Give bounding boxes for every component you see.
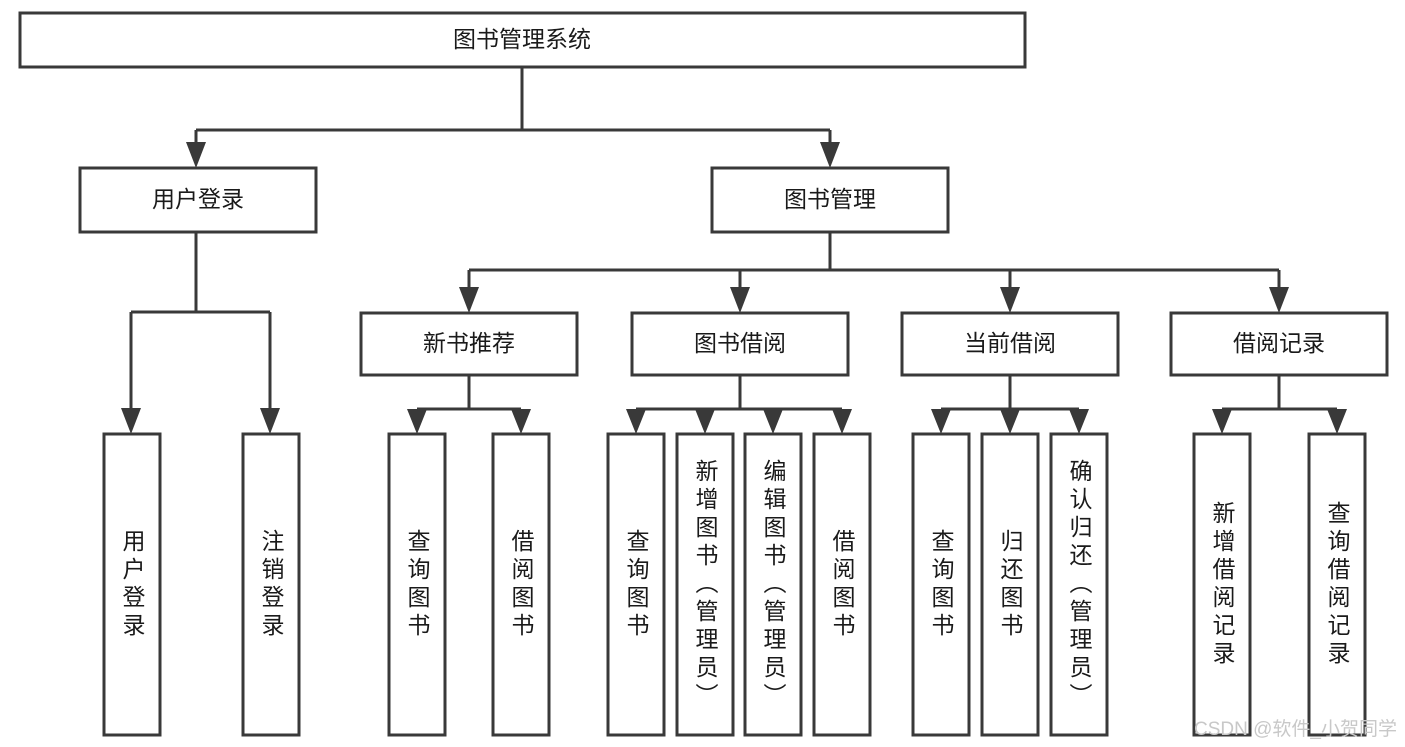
arrow-head-icon bbox=[695, 409, 715, 434]
node-box-leaf-add-record[interactable] bbox=[1192, 432, 1252, 737]
node-box-leaf-confirm-return[interactable] bbox=[1049, 432, 1109, 737]
arrow-head-icon bbox=[511, 409, 531, 434]
node-box-root[interactable] bbox=[18, 11, 1027, 69]
arrow-head-icon bbox=[931, 409, 951, 434]
arrow-head-icon bbox=[121, 408, 141, 434]
node-leaf-borrow-book-rec[interactable]: 借阅图书 bbox=[491, 432, 551, 737]
node-box-leaf-borrow-book-rec[interactable] bbox=[491, 432, 551, 737]
node-box-leaf-user-login[interactable] bbox=[102, 432, 162, 737]
node-leaf-query-book-rec[interactable]: 查询图书 bbox=[387, 432, 447, 737]
node-box-leaf-return-book[interactable] bbox=[980, 432, 1040, 737]
node-leaf-confirm-return[interactable]: 确认归还（管理员） bbox=[1049, 432, 1109, 737]
node-leaf-add-book[interactable]: 新增图书（管理员） bbox=[675, 432, 735, 737]
arrow-head-icon bbox=[459, 287, 479, 313]
node-box-leaf-query-book-borrow[interactable] bbox=[606, 432, 666, 737]
connector-group-book-management bbox=[459, 232, 1289, 313]
node-label-leaf-add-book: 新增图书（管理员） bbox=[692, 459, 719, 711]
node-box-leaf-borrow-book[interactable] bbox=[812, 432, 872, 737]
node-box-user-login[interactable] bbox=[78, 166, 318, 234]
node-box-book-borrow[interactable] bbox=[630, 311, 850, 377]
node-label-leaf-query-book-rec: 查询图书 bbox=[404, 529, 431, 641]
node-box-book-management[interactable] bbox=[710, 166, 950, 234]
node-label-leaf-edit-book: 编辑图书（管理员） bbox=[760, 459, 787, 711]
node-box-new-book-recommend[interactable] bbox=[359, 311, 579, 377]
node-label-leaf-add-record: 新增借阅记录 bbox=[1209, 501, 1236, 669]
csdn-watermark: CSDN @软件_小贺同学 bbox=[1194, 719, 1397, 740]
node-box-leaf-query-record[interactable] bbox=[1307, 432, 1367, 737]
node-label-leaf-logout-login: 注销登录 bbox=[258, 529, 285, 641]
node-label-leaf-confirm-return: 确认归还（管理员） bbox=[1066, 459, 1093, 711]
node-label-root: 图书管理系统 bbox=[453, 26, 591, 52]
node-leaf-query-book-current[interactable]: 查询图书 bbox=[911, 432, 971, 737]
arrow-head-icon bbox=[407, 409, 427, 434]
connector-group-user-login bbox=[121, 232, 280, 434]
node-leaf-borrow-book[interactable]: 借阅图书 bbox=[812, 432, 872, 737]
node-root-system[interactable]: 图书管理系统 bbox=[18, 11, 1027, 69]
arrow-head-icon bbox=[832, 409, 852, 434]
node-book-borrow[interactable]: 图书借阅 bbox=[630, 311, 850, 377]
arrow-head-icon bbox=[763, 409, 783, 434]
node-label-leaf-return-book: 归还图书 bbox=[997, 529, 1024, 641]
node-user-login[interactable]: 用户登录 bbox=[78, 166, 318, 234]
node-label-user-login: 用户登录 bbox=[152, 186, 244, 212]
node-box-leaf-logout-login[interactable] bbox=[241, 432, 301, 737]
node-label-new-book-recommend: 新书推荐 bbox=[423, 330, 515, 356]
connector-group-book-borrow bbox=[626, 375, 852, 434]
node-label-leaf-query-book-current: 查询图书 bbox=[928, 529, 955, 641]
node-leaf-return-book[interactable]: 归还图书 bbox=[980, 432, 1040, 737]
arrow-head-icon bbox=[1269, 287, 1289, 313]
node-box-leaf-add-book[interactable] bbox=[675, 432, 735, 737]
node-label-book-management: 图书管理 bbox=[784, 186, 876, 212]
arrow-head-icon bbox=[626, 409, 646, 434]
arrow-head-icon bbox=[730, 287, 750, 313]
arrow-head-icon bbox=[1069, 409, 1089, 434]
node-label-current-borrow: 当前借阅 bbox=[964, 330, 1056, 356]
node-leaf-edit-book[interactable]: 编辑图书（管理员） bbox=[743, 432, 803, 737]
node-leaf-add-record[interactable]: 新增借阅记录 bbox=[1192, 432, 1252, 737]
arrow-head-icon bbox=[1327, 409, 1347, 434]
node-leaf-query-record[interactable]: 查询借阅记录 bbox=[1307, 432, 1367, 737]
connector-group-current-borrow bbox=[931, 375, 1089, 434]
node-new-book-recommend[interactable]: 新书推荐 bbox=[359, 311, 579, 377]
node-box-leaf-edit-book[interactable] bbox=[743, 432, 803, 737]
node-borrow-record[interactable]: 借阅记录 bbox=[1169, 311, 1389, 377]
connector-group-root bbox=[186, 67, 840, 168]
node-leaf-logout-login[interactable]: 注销登录 bbox=[241, 432, 301, 737]
connector-group-new-book-recommend bbox=[407, 375, 531, 434]
arrow-head-icon bbox=[820, 142, 840, 168]
arrow-head-icon bbox=[1212, 409, 1232, 434]
connector-group-borrow-record bbox=[1212, 375, 1347, 434]
node-label-book-borrow: 图书借阅 bbox=[694, 330, 786, 356]
node-leaf-user-login[interactable]: 用户登录 bbox=[102, 432, 162, 737]
node-leaf-query-book-borrow[interactable]: 查询图书 bbox=[606, 432, 666, 737]
node-label-leaf-user-login: 用户登录 bbox=[119, 529, 146, 641]
node-label-leaf-query-record: 查询借阅记录 bbox=[1324, 501, 1351, 669]
arrow-head-icon bbox=[1000, 287, 1020, 313]
node-book-management[interactable]: 图书管理 bbox=[710, 166, 950, 234]
node-box-leaf-query-book-rec[interactable] bbox=[387, 432, 447, 737]
arrow-head-icon bbox=[260, 408, 280, 434]
arrow-head-icon bbox=[186, 142, 206, 168]
node-label-borrow-record: 借阅记录 bbox=[1233, 330, 1325, 356]
node-label-leaf-query-book-borrow: 查询图书 bbox=[623, 529, 650, 641]
node-box-leaf-query-book-current[interactable] bbox=[911, 432, 971, 737]
node-label-leaf-borrow-book: 借阅图书 bbox=[829, 529, 856, 641]
node-current-borrow[interactable]: 当前借阅 bbox=[900, 311, 1120, 377]
node-box-current-borrow[interactable] bbox=[900, 311, 1120, 377]
node-label-leaf-borrow-book-rec: 借阅图书 bbox=[508, 529, 535, 641]
arrow-head-icon bbox=[1000, 409, 1020, 434]
node-box-borrow-record[interactable] bbox=[1169, 311, 1389, 377]
